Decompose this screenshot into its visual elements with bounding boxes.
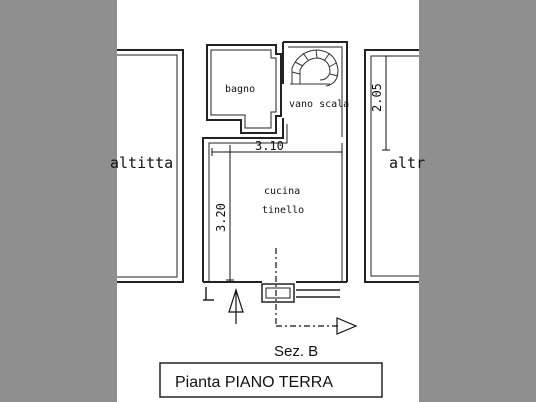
stair-dimension-line	[382, 55, 390, 151]
left-unit-label: altitta	[110, 154, 173, 172]
north-arrow-icon	[228, 288, 244, 324]
width-dimension-label: 3.10	[255, 139, 284, 153]
stair-dimension-label: 2.05	[370, 83, 384, 112]
right-unit-walls	[364, 49, 419, 283]
left-unit-walls	[117, 49, 184, 283]
bathroom-walls	[206, 44, 282, 134]
bathroom-label: bagno	[225, 84, 255, 95]
kitchen-label: cucina	[264, 186, 300, 197]
height-dimension-label: 3.20	[214, 203, 228, 232]
right-unit-label: altr	[389, 154, 425, 172]
plan-title: Pianta PIANO TERRA	[175, 374, 333, 391]
section-line	[275, 248, 358, 335]
stairwell-walls	[282, 41, 348, 140]
plan-title-box	[159, 362, 383, 398]
paper-sheet	[117, 0, 419, 402]
section-mark-label: Sez. B	[274, 343, 318, 360]
stairwell-label: vano scala	[289, 99, 349, 110]
kitchen-walls	[202, 118, 348, 283]
spiral-stair-icon	[290, 49, 339, 87]
entrance-threshold	[203, 283, 340, 303]
dining-label: tinello	[262, 205, 304, 216]
height-dimension-line	[226, 145, 234, 282]
